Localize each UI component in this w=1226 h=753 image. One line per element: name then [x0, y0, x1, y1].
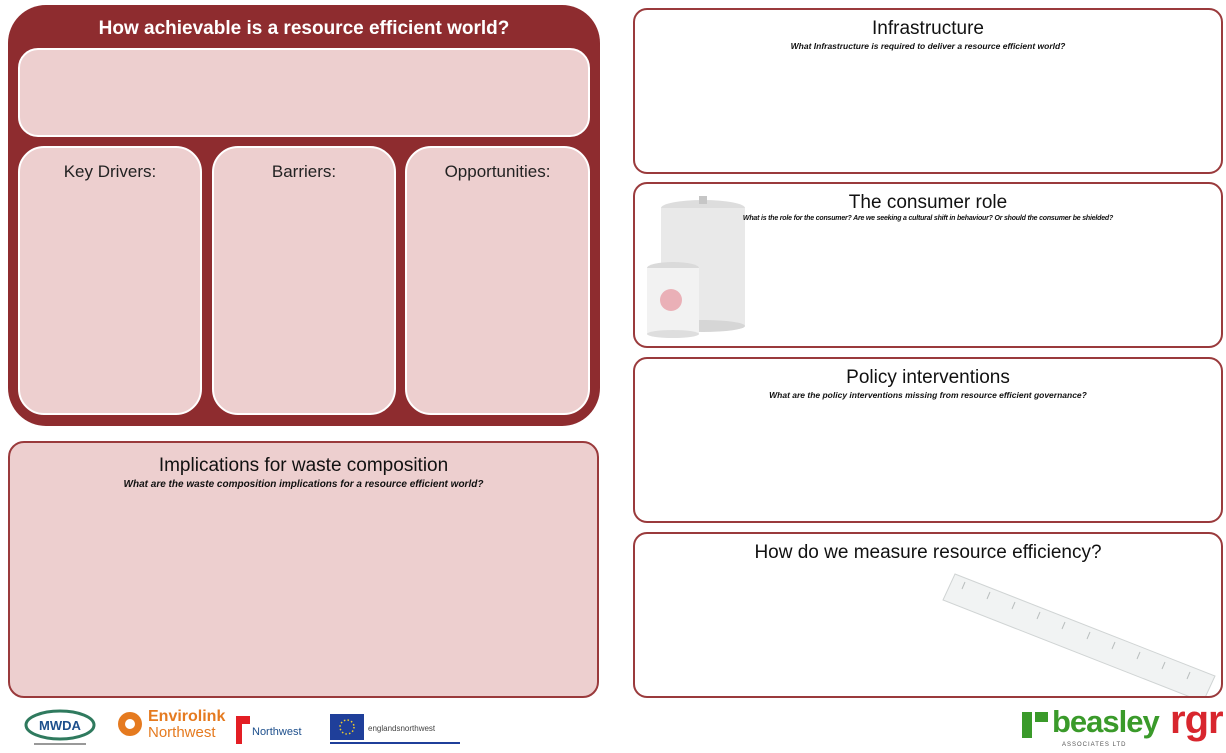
implications-box[interactable]: Implications for waste composition What …	[8, 441, 599, 698]
consumer-role-box[interactable]: The consumer role What is the role for t…	[633, 182, 1223, 348]
mwda-logo: MWDA	[24, 709, 96, 745]
implications-title: Implications for waste composition	[158, 455, 449, 476]
barriers-box[interactable]: Barriers:	[212, 146, 396, 415]
envirolink-bottom: Northwest	[148, 724, 216, 741]
envirolink-mark	[118, 712, 142, 736]
waste-bins-image	[647, 196, 745, 338]
beasley-rgr-logo: beasley ASSOCIATES LTD rgr	[1022, 698, 1226, 753]
key-drivers-box[interactable]: Key Drivers:	[18, 146, 202, 415]
policy-subtitle: What are the policy interventions missin…	[769, 390, 1087, 400]
beasley-sub: ASSOCIATES LTD	[1062, 742, 1127, 748]
beasley-text: beasley	[1052, 704, 1160, 739]
beasley-mark	[1022, 712, 1048, 738]
infrastructure-box[interactable]: Infrastructure What Infrastructure is re…	[633, 8, 1223, 174]
rgr-text: rgr	[1170, 698, 1224, 742]
policy-title: Policy interventions	[846, 367, 1010, 388]
policy-box[interactable]: Policy interventions What are the policy…	[633, 357, 1223, 523]
barriers-label: Barriers:	[271, 162, 337, 181]
implications-subtitle: What are the waste composition implicati…	[123, 479, 484, 490]
envirolink-top: Envirolink	[148, 708, 226, 725]
eu-flag-icon	[330, 714, 364, 740]
ruler-image	[942, 573, 1216, 696]
northwest-text: Northwest	[252, 726, 302, 738]
svg-text:MWDA: MWDA	[39, 718, 81, 733]
envirolink-logo: Envirolink Northwest	[116, 708, 226, 748]
infrastructure-title: Infrastructure	[872, 18, 984, 39]
opportunities-box[interactable]: Opportunities:	[405, 146, 590, 415]
northwest-logo: Northwest	[236, 710, 316, 748]
consumer-role-title: The consumer role	[848, 192, 1008, 213]
main-title: How achievable is a resource efficient w…	[98, 18, 510, 39]
infrastructure-subtitle: What Infrastructure is required to deliv…	[790, 41, 1066, 51]
measure-box[interactable]: How do we measure resource efficiency?	[633, 532, 1223, 698]
eu-text: englandsnorthwest	[368, 724, 436, 733]
northwest-mark	[236, 716, 250, 744]
consumer-role-subtitle: What is the role for the consumer? Are w…	[742, 215, 1114, 222]
key-drivers-label: Key Drivers:	[63, 162, 157, 181]
opportunities-label: Opportunities:	[444, 162, 551, 181]
measure-title: How do we measure resource efficiency?	[754, 542, 1102, 563]
summary-box[interactable]	[18, 48, 590, 137]
eu-logo: englandsnorthwest	[330, 712, 462, 748]
